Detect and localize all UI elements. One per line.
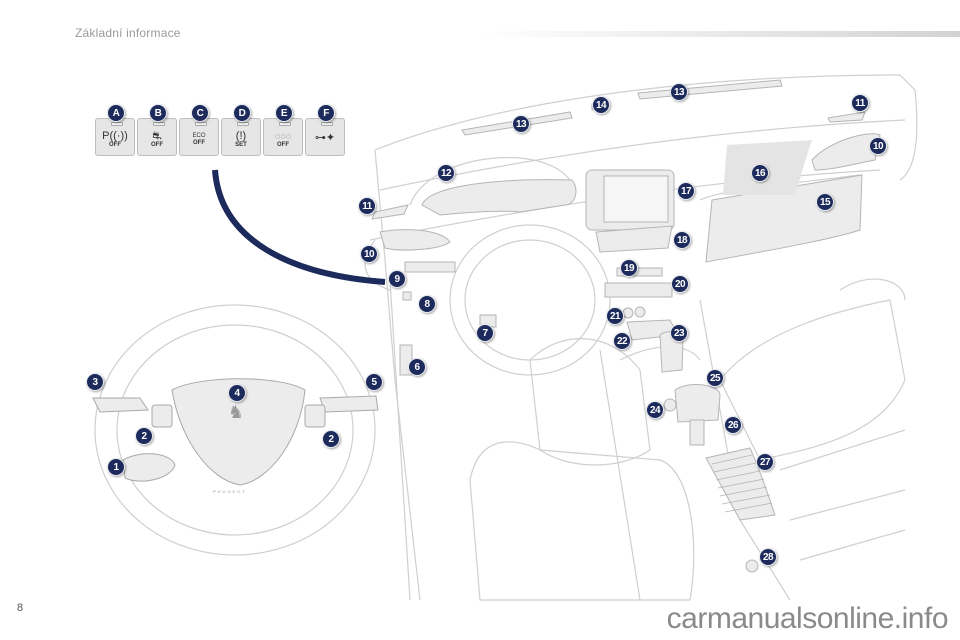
dashboard-top-outline (374, 74, 918, 181)
callout-19: 19 (620, 259, 638, 277)
callout-21: 21 (606, 307, 624, 325)
side-vent-right (811, 133, 881, 171)
switch-child-lock[interactable]: ⊶✦ (305, 118, 345, 156)
callout-2: 2 (135, 427, 153, 445)
callout-17: 17 (677, 182, 695, 200)
callout-2: 2 (322, 430, 340, 448)
callout-10: 10 (360, 245, 378, 263)
callout-badge-d: D (233, 104, 251, 122)
callout-25: 25 (706, 369, 724, 387)
callout-27: 27 (756, 453, 774, 471)
callout-20: 20 (671, 275, 689, 293)
callout-28: 28 (759, 548, 777, 566)
callout-5: 5 (365, 373, 383, 391)
callout-4: 4 (228, 384, 246, 402)
callout-6: 6 (408, 358, 426, 376)
callout-badge-f: F (317, 104, 335, 122)
callout-15: 15 (816, 193, 834, 211)
page-section-title: Základní informace (75, 26, 181, 40)
callout-8: 8 (418, 295, 436, 313)
callout-11: 11 (358, 197, 376, 215)
switch-alarm-off[interactable]: ◌◌◌ OFF (263, 118, 303, 156)
callout-24: 24 (646, 401, 664, 419)
eco-stop-start-off-icon: ECO (192, 133, 206, 139)
accessory-socket (745, 559, 759, 573)
side-vent-left-upper (371, 204, 409, 220)
callout-26: 26 (724, 416, 742, 434)
callout-badge-e: E (275, 104, 293, 122)
steering-airbag-pad (171, 378, 306, 486)
callout-1: 1 (107, 458, 125, 476)
climate-controls-bottom (604, 282, 673, 298)
child-lock-icon: ⊶✦ (314, 131, 336, 144)
park-assist-off-icon: P((·)) (102, 129, 128, 142)
page-number: 8 (17, 602, 24, 614)
callout-9: 9 (388, 270, 406, 288)
callout-7: 7 (476, 324, 494, 342)
switch-park-assist-off[interactable]: P((·)) OFF (95, 118, 135, 156)
callout-18: 18 (673, 231, 691, 249)
right-wheel-buttons (304, 404, 326, 428)
callout-3: 3 (86, 373, 104, 391)
callout-11: 11 (851, 94, 869, 112)
driver-seat-headrest (529, 338, 651, 466)
callout-13: 13 (512, 115, 530, 133)
usb-socket (622, 307, 634, 319)
gear-lever-boot (674, 384, 721, 423)
side-vent-left (379, 229, 451, 251)
peugeot-lion-logo: ♞ (228, 402, 244, 422)
touchscreen (603, 175, 669, 223)
alarm-off-icon: ◌◌◌ (274, 130, 292, 141)
detail-steering-rim (94, 304, 376, 556)
left-stalk (92, 397, 149, 413)
callout-23: 23 (670, 324, 688, 342)
gear-lever-stalk (689, 419, 705, 446)
switch-dynamic-stability-off[interactable]: ⛐ OFF (137, 118, 177, 156)
center-vents (595, 225, 673, 253)
tyre-pressure-set-icon: (!) (235, 129, 247, 142)
callout-badge-c: C (191, 104, 209, 122)
callout-22: 22 (613, 332, 631, 350)
callout-14: 14 (592, 96, 610, 114)
driver-seat-back (469, 441, 695, 601)
audio-control-stalk (122, 453, 176, 482)
side-vent-right-upper (827, 111, 866, 123)
instrument-cluster (421, 179, 577, 216)
header-rule (480, 31, 960, 37)
mirror-control (402, 291, 412, 301)
instrument-hood (409, 156, 576, 206)
switch-eco-off[interactable]: ECO OFF (179, 118, 219, 156)
callout-13: 13 (670, 83, 688, 101)
callout-12: 12 (437, 164, 455, 182)
aux-socket (634, 306, 646, 318)
callout-connector (212, 169, 386, 285)
left-wheel-buttons (151, 404, 173, 428)
switch-strip (404, 261, 456, 273)
switch-tyre-pressure-set[interactable]: (!) SET (221, 118, 261, 156)
right-stalk (319, 395, 379, 413)
dynamic-stability-off-icon: ⛐ (152, 129, 162, 142)
svg-text:PEUGEOT: PEUGEOT (213, 489, 247, 494)
callout-16: 16 (751, 164, 769, 182)
callout-badge-b: B (149, 104, 167, 122)
callout-10: 10 (869, 137, 887, 155)
climate-controls-top (616, 267, 663, 277)
steering-wheel-rim (449, 224, 611, 376)
callout-badge-a: A (107, 104, 125, 122)
watermark: carmanualsonline.info (666, 602, 949, 635)
passenger-seat (719, 299, 906, 461)
cup-holder (663, 398, 677, 412)
switch-panel: P((·)) OFF ⛐ OFF ECO OFF (!) SET ◌◌◌ OFF… (95, 118, 345, 156)
